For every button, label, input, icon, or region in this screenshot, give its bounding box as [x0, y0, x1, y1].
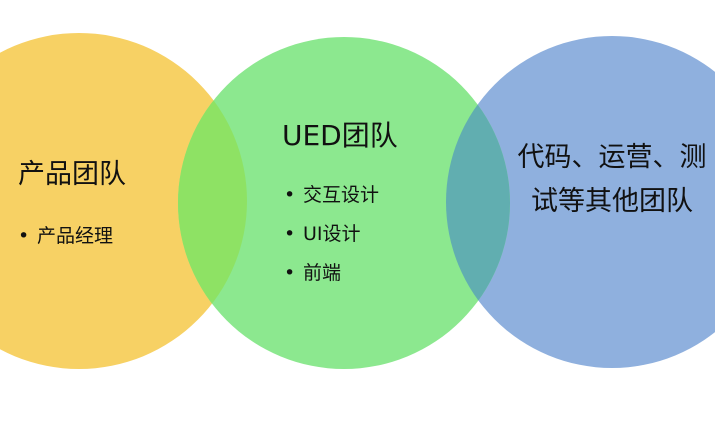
left-group-list: 产品经理 — [18, 222, 113, 261]
circle-right — [446, 36, 715, 368]
middle-group-item: 前端 — [284, 259, 379, 287]
middle-group-item: UI设计 — [284, 220, 379, 248]
right-group-title: 代码、运营、测试等其他团队 — [517, 142, 707, 217]
middle-group-item: 交互设计 — [284, 181, 379, 209]
middle-group-list: 交互设计 UI设计 前端 — [284, 181, 379, 298]
circle-left — [0, 33, 247, 369]
left-group-title: 产品团队 — [18, 159, 126, 190]
middle-group-title: UED团队 — [282, 119, 398, 152]
left-group-item: 产品经理 — [18, 222, 113, 250]
